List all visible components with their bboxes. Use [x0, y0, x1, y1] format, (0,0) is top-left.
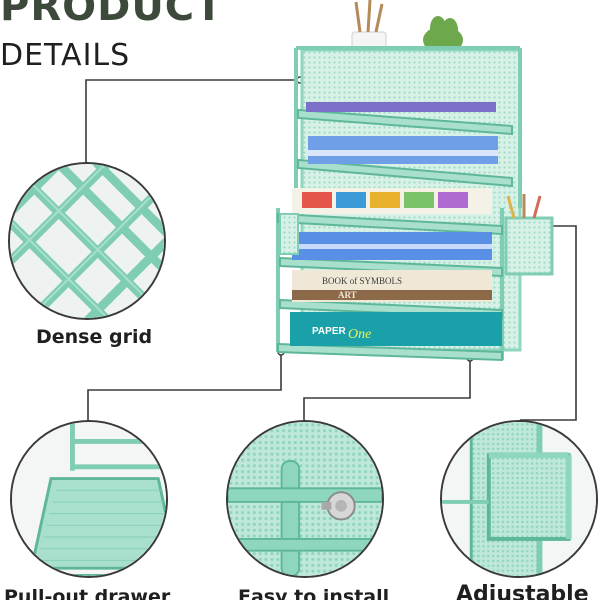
easy-to-install-detail-image: [226, 420, 384, 578]
easy-to-install-caption: Easy to install: [238, 586, 390, 600]
book-spine-sub: ART: [338, 290, 357, 300]
dense-grid-detail-image: [8, 162, 166, 320]
paper-brand-text: PAPER: [312, 326, 346, 337]
adjustable-detail-image: [440, 420, 598, 578]
book-spine-text: BOOK of SYMBOLS: [322, 276, 402, 286]
page-title: PRODUCT: [0, 0, 224, 30]
paper-brand-sub: One: [348, 327, 371, 342]
dense-grid-caption: Dense grid: [36, 326, 153, 348]
adjustable-caption: Adjustable: [456, 582, 589, 600]
page-subtitle: DETAILS: [0, 38, 131, 73]
pull-out-drawer-caption: Pull-out drawer: [4, 586, 171, 600]
desk-organizer-product-image: BOOK of SYMBOLS ART PAPER One: [262, 0, 562, 372]
pull-out-drawer-detail-image: [10, 420, 168, 578]
